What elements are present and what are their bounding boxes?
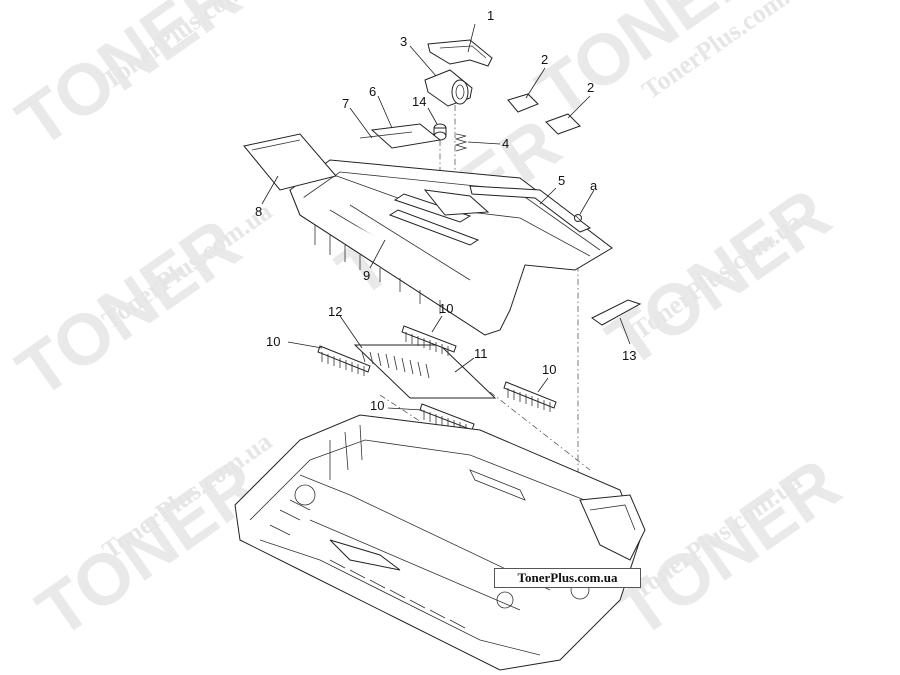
callout-11: 11	[474, 346, 488, 361]
callout-6: 6	[369, 84, 376, 99]
guide-line	[489, 391, 591, 471]
callout-7: 7	[342, 96, 349, 111]
part-1-bracket	[427, 23, 493, 67]
site-badge: TonerPlus.com.ua	[494, 568, 641, 588]
callout-10: 10	[370, 398, 384, 413]
part-a-screw	[574, 189, 595, 222]
callout-labels: 1 2 2 3 4 5 6 7 8 9 10 10 10 10 11 12 13…	[255, 8, 636, 413]
callout-8: 8	[255, 204, 262, 219]
callout-3: 3	[400, 34, 407, 49]
part-8-plate	[243, 133, 337, 205]
upper-tray-assembly	[289, 95, 613, 336]
callout-a: a	[590, 178, 598, 193]
callout-9: 9	[363, 268, 370, 283]
part-11-12-sheet-guide	[339, 315, 497, 399]
callout-10: 10	[439, 301, 453, 316]
callout-2: 2	[587, 80, 594, 95]
part-3-pickup-roller	[409, 45, 473, 107]
callout-5: 5	[558, 173, 565, 188]
callout-2: 2	[541, 52, 548, 67]
callout-1: 1	[487, 8, 494, 23]
callout-10: 10	[542, 362, 556, 377]
callout-4: 4	[502, 136, 509, 151]
callout-12: 12	[328, 304, 342, 319]
watermark-brand: TONER	[603, 444, 854, 653]
callout-13: 13	[622, 348, 636, 363]
callout-14: 14	[412, 94, 426, 109]
part-4-spring	[454, 133, 501, 152]
part-13-bracket	[591, 299, 642, 345]
lower-frame-assembly	[234, 414, 646, 671]
callout-10: 10	[266, 334, 280, 349]
part-2-pads	[507, 67, 591, 135]
